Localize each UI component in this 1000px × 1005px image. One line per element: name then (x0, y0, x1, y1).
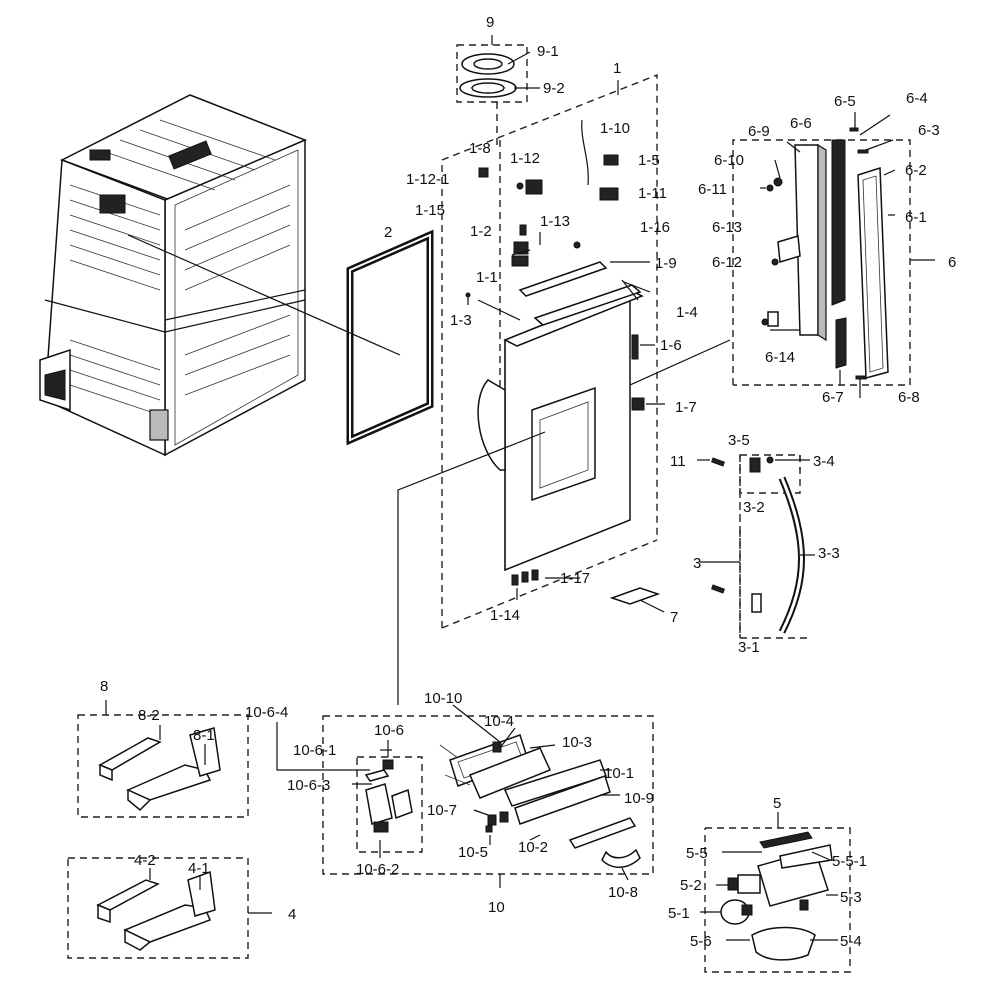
label-6-7: 6-7 (822, 389, 844, 406)
label-6-13: 6-13 (712, 219, 742, 236)
door-gasket (127, 229, 434, 446)
label-10-6-2: 10-6-2 (356, 861, 399, 878)
label-6-10: 6-10 (714, 152, 744, 169)
label-8-1: 8-1 (193, 727, 215, 744)
label-6: 6 (948, 254, 956, 271)
label-8-2: 8-2 (138, 707, 160, 724)
label-3-3: 3-3 (818, 545, 840, 562)
label-6-4: 6-4 (906, 90, 928, 107)
label-1: 1 (613, 60, 621, 77)
label-10-6-3: 10-6-3 (287, 777, 330, 794)
label-6-5: 6-5 (834, 93, 856, 110)
label-3-2: 3-2 (743, 499, 765, 516)
label-5-3: 5-3 (840, 889, 862, 906)
label-10-10: 10-10 (424, 690, 462, 707)
label-1-13: 1-13 (540, 213, 570, 230)
group-9-parts (456, 35, 540, 150)
label-1-12: 1-12 (510, 150, 540, 167)
label-3-5: 3-5 (728, 432, 750, 449)
label-4: 4 (288, 906, 296, 923)
label-1-2: 1-2 (470, 223, 492, 240)
label-1-9: 1-9 (655, 255, 677, 272)
group-6-trim-assembly (732, 112, 935, 398)
label-10: 10 (488, 899, 505, 916)
label-6-6: 6-6 (790, 115, 812, 132)
label-5-2: 5-2 (680, 877, 702, 894)
label-9: 9 (486, 14, 494, 31)
label-5-5-1: 5-5-1 (832, 853, 867, 870)
label-10-5: 10-5 (458, 844, 488, 861)
label-1-4: 1-4 (676, 304, 698, 321)
label-1-6: 1-6 (660, 337, 682, 354)
label-6-9: 6-9 (748, 123, 770, 140)
label-6-1: 6-1 (905, 209, 927, 226)
label-10-2: 10-2 (518, 839, 548, 856)
label-1-17: 1-17 (560, 570, 590, 587)
label-10-6: 10-6 (374, 722, 404, 739)
label-9-1: 9-1 (537, 43, 559, 60)
label-1-12-1: 1-12-1 (406, 171, 449, 188)
label-6-11: 6-11 (698, 181, 727, 198)
label-6-14: 6-14 (765, 349, 795, 366)
label-6-8: 6-8 (898, 389, 920, 406)
label-11: 11 (670, 453, 686, 470)
label-5-5: 5-5 (686, 845, 708, 862)
label-5-1: 5-1 (668, 905, 690, 922)
label-10-6-1: 10-6-1 (293, 742, 336, 759)
label-1-7: 1-7 (675, 399, 697, 416)
label-6-12: 6-12 (712, 254, 742, 271)
label-10-3: 10-3 (562, 734, 592, 751)
group-3-handle (697, 454, 815, 639)
label-10-8: 10-8 (608, 884, 638, 901)
label-7: 7 (670, 609, 678, 626)
label-1-5: 1-5 (638, 152, 660, 169)
label-4-2: 4-2 (134, 852, 156, 869)
label-3: 3 (693, 555, 701, 572)
label-1-16: 1-16 (640, 219, 670, 236)
label-10-4: 10-4 (484, 713, 514, 730)
label-5-4: 5-4 (840, 933, 862, 950)
label-1-8: 1-8 (469, 140, 491, 157)
label-1-3: 1-3 (450, 312, 472, 329)
label-1-15: 1-15 (415, 202, 445, 219)
label-10-1: 10-1 (604, 765, 634, 782)
label-4-1: 4-1 (188, 860, 210, 877)
refrigerator-cabinet (39, 94, 307, 457)
label-1-1: 1-1 (476, 269, 498, 286)
label-1-10: 1-10 (600, 120, 630, 137)
group-10-dispenser (276, 704, 654, 888)
label-10-7: 10-7 (427, 802, 457, 819)
group-5-ice-maker (700, 812, 851, 973)
label-1-11: 1-11 (638, 185, 667, 202)
label-6-2: 6-2 (905, 162, 927, 179)
label-10-9: 10-9 (624, 790, 654, 807)
label-8: 8 (100, 678, 108, 695)
label-2: 2 (384, 224, 392, 241)
label-1-14: 1-14 (490, 607, 520, 624)
label-3-1: 3-1 (738, 639, 760, 656)
group-4-bin (67, 857, 272, 959)
label-10-6-4: 10-6-4 (245, 704, 288, 721)
callout-labels: 9 9-1 9-2 1 1-10 1-8 1-12 1-5 1-12-1 1-1… (100, 14, 956, 950)
label-5-6: 5-6 (690, 933, 712, 950)
part-7-plate (609, 587, 665, 613)
group-8-bin (77, 700, 249, 818)
label-5: 5 (773, 795, 781, 812)
group-1-door-assembly (441, 73, 665, 629)
label-6-3: 6-3 (918, 122, 940, 139)
label-3-4: 3-4 (813, 453, 835, 470)
label-9-2: 9-2 (543, 80, 565, 97)
